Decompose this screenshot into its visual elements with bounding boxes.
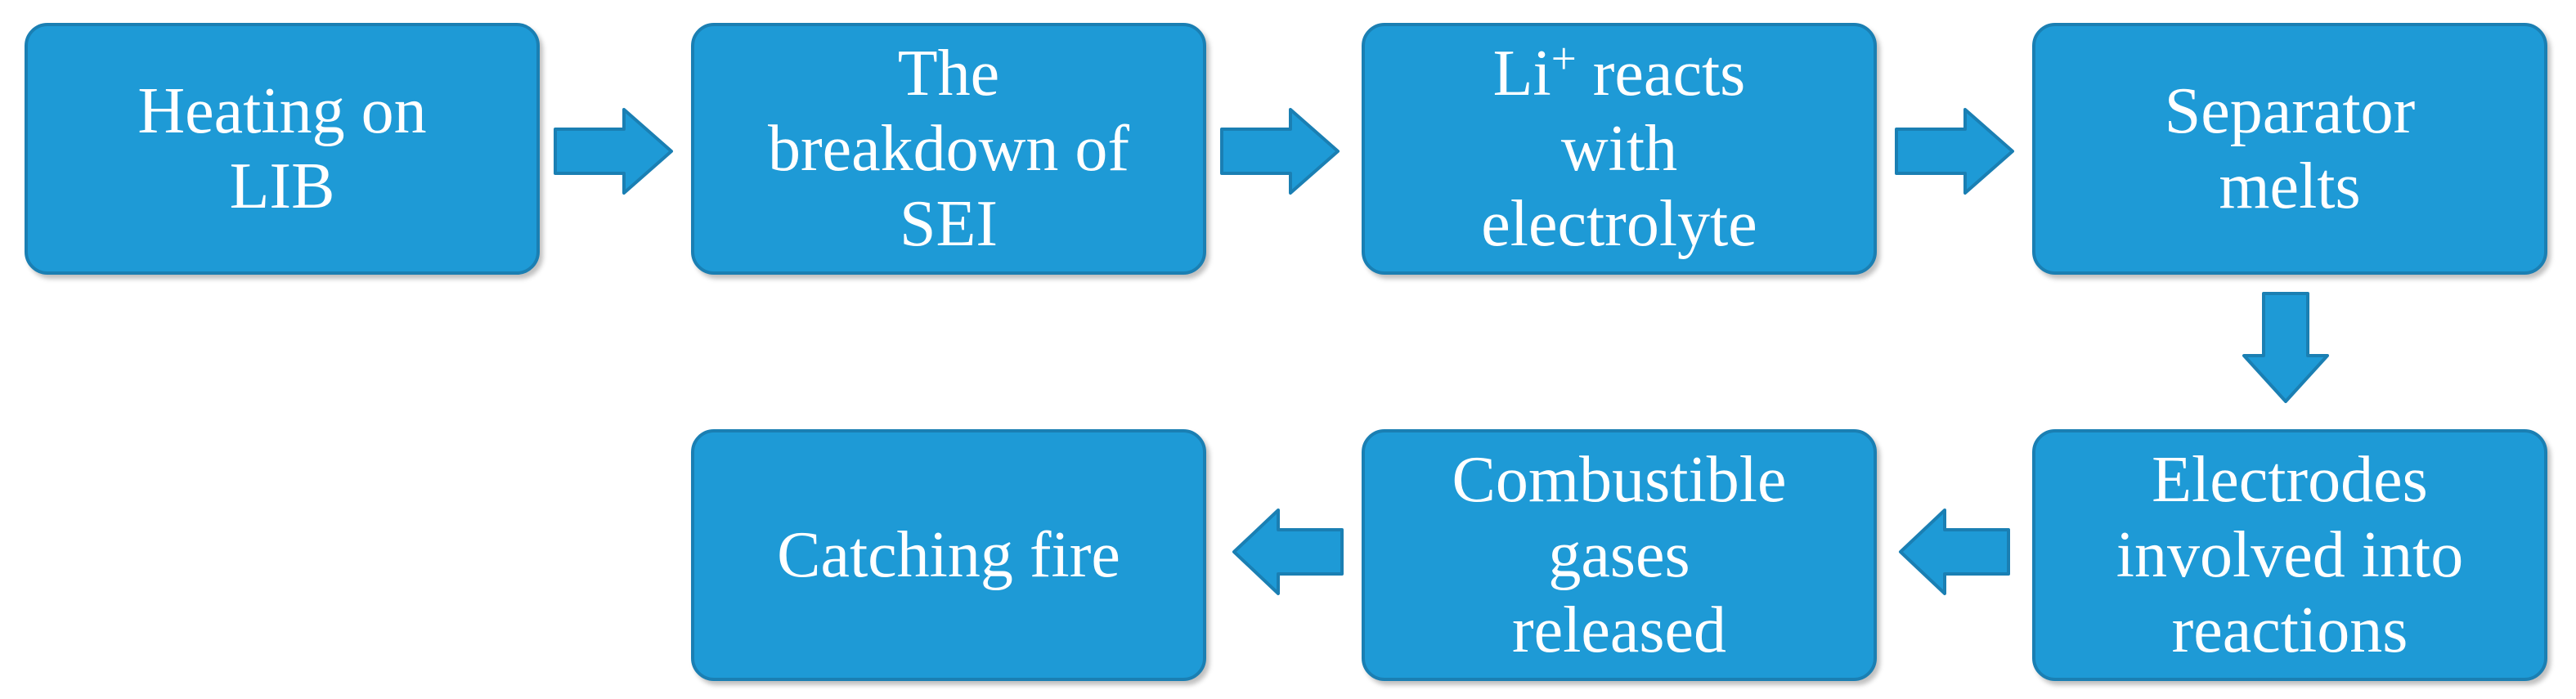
node-li-reacts-with-electrolyte: Li+ reacts with electrolyte xyxy=(1362,23,1877,275)
node-sei-label: The breakdown of SEI xyxy=(767,38,1130,260)
node-electrodes-involved: Electrodes involved into reactions xyxy=(2032,429,2547,681)
li-superscript-text: + xyxy=(1551,34,1577,83)
arrow-right-icon xyxy=(554,108,673,195)
node-breakdown-of-sei: The breakdown of SEI xyxy=(691,23,1206,275)
arrow-right-icon xyxy=(1220,108,1340,195)
node-heating-label: Heating on LIB xyxy=(137,75,427,222)
arrow-left-icon xyxy=(1232,509,1344,595)
node-catching-fire: Catching fire xyxy=(691,429,1206,681)
li-base-text: Li xyxy=(1492,38,1551,110)
arrow-right-icon xyxy=(1895,108,2014,195)
node-separator-melts: Separator melts xyxy=(2032,23,2547,275)
node-li-reacts-label: Li+ reacts with electrolyte xyxy=(1481,36,1757,262)
node-fire-label: Catching fire xyxy=(777,519,1120,591)
node-separator-label: Separator melts xyxy=(2164,75,2416,222)
arrow-down-icon xyxy=(2242,292,2329,403)
node-gases-label: Combustible gases released xyxy=(1452,444,1787,666)
node-heating-on-lib: Heating on LIB xyxy=(25,23,540,275)
node-electrodes-label: Electrodes involved into reactions xyxy=(2116,444,2464,666)
li-reacts-rest-text: reacts with electrolyte xyxy=(1481,38,1757,260)
node-combustible-gases-released: Combustible gases released xyxy=(1362,429,1877,681)
arrow-left-icon xyxy=(1899,509,2010,595)
